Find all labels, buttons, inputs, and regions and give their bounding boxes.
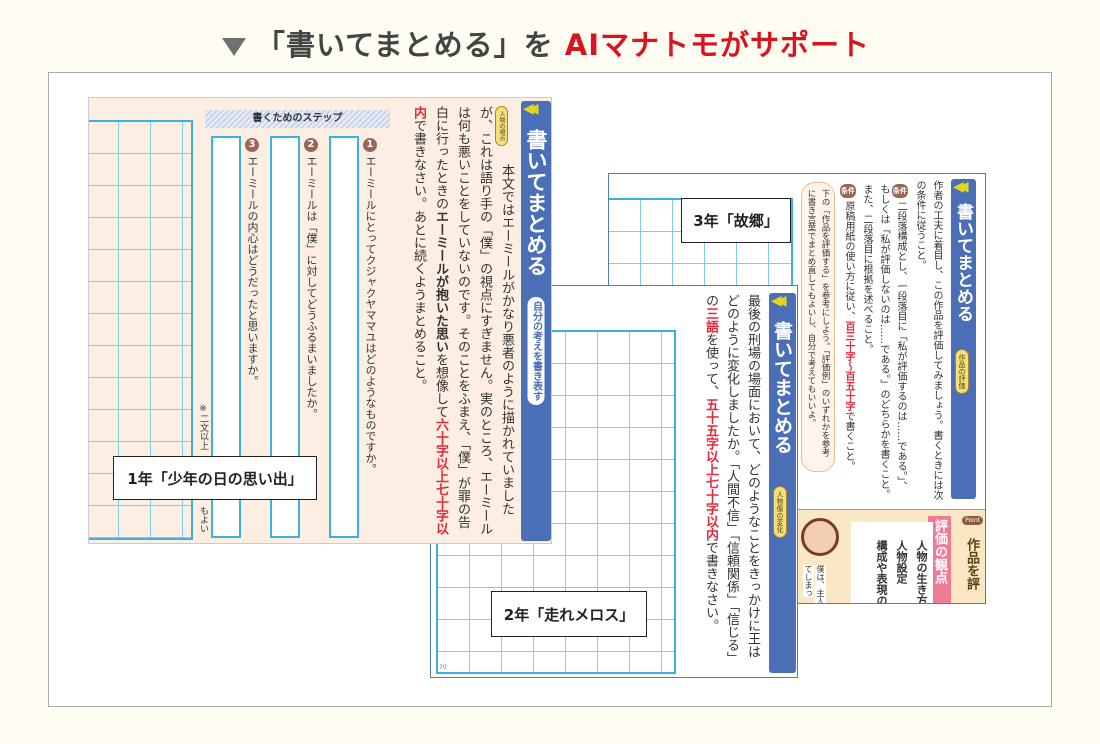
teacher-avatar xyxy=(801,518,839,556)
condition-2: 条件2 原稿用紙の使い方に従い、百三十字～百五十字で書くこと。 xyxy=(840,184,857,500)
point-section: 作品を評 Point 評価の観点 人物の生き方 人物設定 構成や表現の 僕は、主… xyxy=(795,509,985,603)
steps-header: 書くためのステップ xyxy=(205,110,390,128)
question-text: 本文ではエーミールがかなり悪者のように描かれていましたが、これは語り手の「僕」の… xyxy=(411,106,514,535)
callout-bubble: 下の「作品を評価する」を参考にしよう。「評価例」のいずれかを参考に書き言葉でまと… xyxy=(801,182,835,472)
page-label: 2年「走れメロス」 xyxy=(491,591,647,637)
viewpoint-list: 人物の生き方 人物設定 構成や表現の xyxy=(851,522,933,603)
condition-1: 条件1 二段落構成とし、一段落目に「私が評価するのは……である。」、もしくは「私… xyxy=(861,184,908,499)
step-2: 2 エーミールは「僕」に対してどうふるまいましたか。 xyxy=(304,138,318,420)
textbook-page-grade1: 書くためのステップ 3 エーミールの内心はどうだったと思いますか。 2 エーミー… xyxy=(88,97,552,544)
headline: 「書いてまとめる」を AIマナトモがサポート xyxy=(222,22,870,64)
chevron-left-icon: ◀◀ xyxy=(771,293,786,309)
page-label: 1年「少年の日の思い出」 xyxy=(113,456,317,500)
triangle-down-icon xyxy=(222,38,246,56)
key-tag: 人物像の変化 xyxy=(773,486,787,538)
step-answer-box-1[interactable] xyxy=(329,136,359,538)
key-tag: 作品の評価 xyxy=(955,349,969,394)
intro-text: 作者の工夫に着目し、この作品を評価してみましょう。書くときには次の条件に従うこと… xyxy=(914,180,942,500)
chevron-left-icon: ◀◀ xyxy=(523,101,538,117)
page-number: 70 xyxy=(439,664,447,671)
page-label: 3年「故郷」 xyxy=(681,198,791,243)
title-bar: ◀◀ 書いてまとめる xyxy=(951,179,976,499)
step-1: 1 エーミールにとってクジャクヤママユはどのようなものですか。 xyxy=(363,138,377,475)
question-text: 最後の刑場の場面において、どのようなことをきっかけに王はどのように変化しましたか… xyxy=(703,294,760,665)
title-bar: ◀◀ 書いてまとめる xyxy=(769,293,796,673)
key-tag: 人物の視点 xyxy=(495,106,508,146)
chevron-left-icon: ◀◀ xyxy=(953,179,968,195)
title-bar: ◀◀ 書いてまとめる 自分の考えを書き表す xyxy=(521,101,551,541)
step-3: 3 エーミールの内心はどうだったと思いますか。 xyxy=(245,138,259,387)
